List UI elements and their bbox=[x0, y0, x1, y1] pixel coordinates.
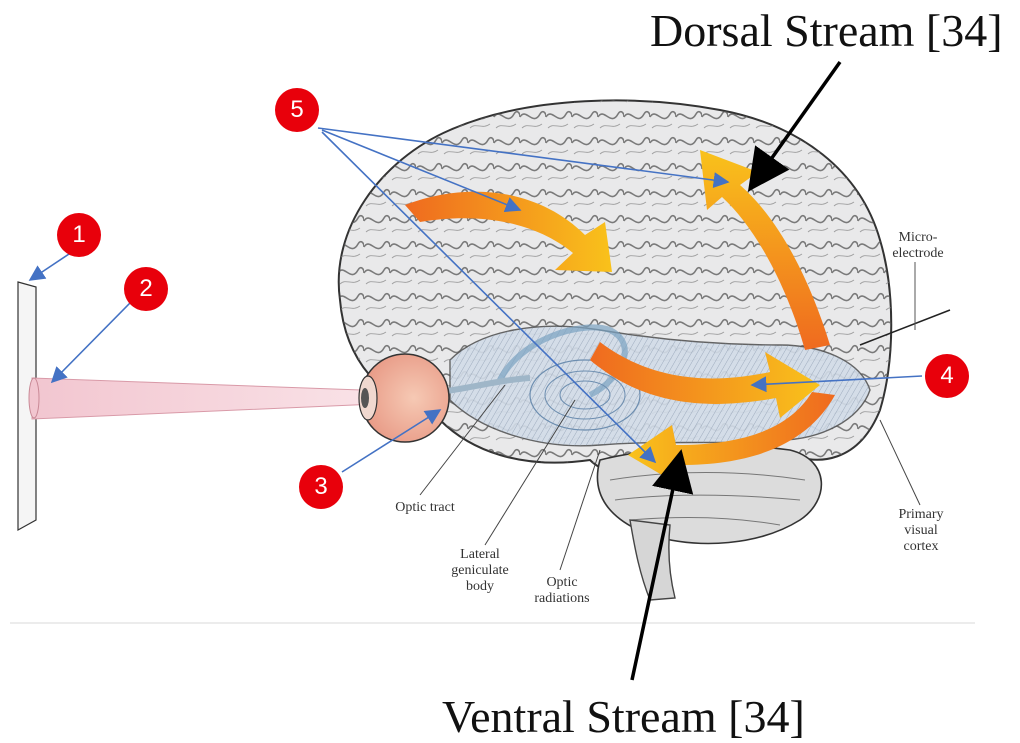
primary-visual-cortex-label: Primary visual cortex bbox=[886, 507, 956, 555]
marker-1: 1 bbox=[57, 213, 101, 257]
beam-source bbox=[29, 378, 39, 418]
pointer-1 bbox=[30, 252, 72, 280]
marker-5: 5 bbox=[275, 88, 319, 132]
optic-radiations-label: Optic radiations bbox=[520, 575, 604, 607]
lateral-geniculate-body-label: Lateral geniculate body bbox=[438, 547, 522, 595]
micro-electrode-label: Micro- electrode bbox=[873, 230, 963, 262]
marker-2: 2 bbox=[124, 267, 168, 311]
marker-3: 3 bbox=[299, 465, 343, 509]
marker-4: 4 bbox=[925, 354, 969, 398]
ventral-stream-label: Ventral Stream [34] bbox=[442, 690, 805, 743]
pointer-2 bbox=[52, 303, 130, 382]
optic-tract-label: Optic tract bbox=[380, 500, 470, 516]
dorsal-stream-label: Dorsal Stream [34] bbox=[650, 4, 1003, 57]
brain bbox=[339, 100, 892, 600]
